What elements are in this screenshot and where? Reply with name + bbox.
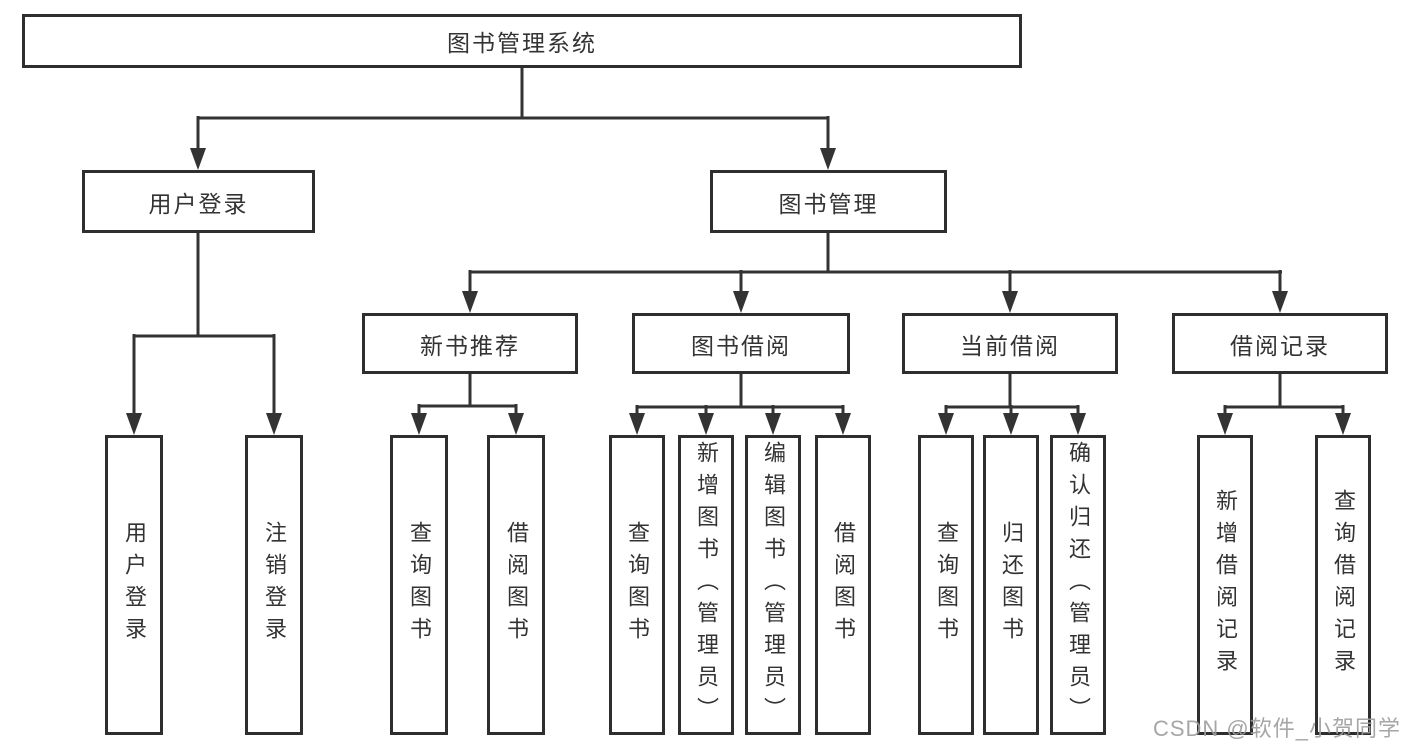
node-label: 新增借阅记录 — [1213, 489, 1238, 681]
node-borrowing-records: 借阅记录 — [1172, 313, 1388, 374]
node-label: 查询图书 — [625, 521, 650, 649]
leaf-borrow-books-recommend: 借阅图书 — [487, 435, 545, 735]
connector-book-management-split — [462, 233, 1288, 313]
node-label: 借阅图书 — [831, 521, 856, 649]
node-user-login: 用户登录 — [82, 170, 315, 233]
leaf-add-book-admin: 新增图书（管理员） — [678, 435, 734, 735]
arrow-down-icon — [938, 413, 954, 435]
arrow-down-icon — [462, 291, 478, 313]
leaf-add-borrow-record: 新增借阅记录 — [1197, 435, 1253, 735]
node-label: 用户登录 — [148, 190, 249, 217]
arrow-down-icon — [190, 148, 206, 170]
arrow-down-icon — [820, 148, 836, 170]
node-label: 查询图书 — [934, 521, 959, 649]
leaf-borrow-books-borrowing: 借阅图书 — [815, 435, 871, 735]
node-label: 确认归还（管理员） — [1066, 441, 1091, 729]
arrow-down-icon — [126, 413, 142, 435]
node-label: 新增图书（管理员） — [694, 441, 719, 729]
node-book-borrowing: 图书借阅 — [632, 313, 850, 374]
arrow-down-icon — [765, 413, 781, 435]
node-label: 当前借阅 — [960, 332, 1060, 359]
csdn-watermark: CSDN @软件_小贺同学 — [1152, 716, 1401, 741]
leaf-query-books-recommend: 查询图书 — [390, 435, 448, 735]
arrow-down-icon — [1070, 413, 1086, 435]
connector-current-borrowing-split — [938, 373, 1086, 435]
node-label: 新书推荐 — [420, 332, 520, 359]
leaf-query-books-borrowing: 查询图书 — [609, 435, 665, 735]
arrow-down-icon — [698, 413, 714, 435]
arrow-down-icon — [1335, 413, 1351, 435]
connector-root-split — [190, 68, 836, 170]
node-label: 查询图书 — [407, 521, 432, 649]
arrow-down-icon — [1002, 291, 1018, 313]
node-new-book-recommendation: 新书推荐 — [362, 313, 578, 374]
arrow-down-icon — [1003, 413, 1019, 435]
node-book-management-system: 图书管理系统 — [22, 14, 1022, 68]
node-label: 图书管理系统 — [447, 30, 597, 56]
arrow-down-icon — [835, 413, 851, 435]
node-label: 注销登录 — [262, 521, 287, 649]
arrow-down-icon — [508, 413, 524, 435]
node-label: 图书借阅 — [691, 332, 791, 359]
arrow-down-icon — [629, 413, 645, 435]
node-label: 借阅记录 — [1230, 332, 1330, 359]
connector-borrowing-records-split — [1217, 373, 1351, 435]
leaf-edit-book-admin: 编辑图书（管理员） — [745, 435, 801, 735]
node-label: 用户登录 — [122, 521, 147, 649]
arrow-down-icon — [733, 291, 749, 313]
arrow-down-icon — [1217, 413, 1233, 435]
leaf-query-books-current: 查询图书 — [918, 435, 974, 735]
node-current-borrowing: 当前借阅 — [902, 313, 1118, 374]
node-book-management: 图书管理 — [710, 170, 947, 233]
arrow-down-icon — [411, 413, 427, 435]
node-label: 编辑图书（管理员） — [761, 441, 786, 729]
arrow-down-icon — [266, 413, 282, 435]
leaf-logout: 注销登录 — [245, 435, 303, 735]
connector-book-borrowing-split — [629, 373, 851, 435]
node-label: 借阅图书 — [504, 521, 529, 649]
leaf-user-login: 用户登录 — [105, 435, 163, 735]
leaf-confirm-return-admin: 确认归还（管理员） — [1050, 435, 1106, 735]
node-label: 图书管理 — [778, 190, 879, 217]
connector-user-login-split — [126, 233, 282, 435]
node-label: 归还图书 — [999, 521, 1024, 649]
arrow-down-icon — [1272, 291, 1288, 313]
leaf-return-books: 归还图书 — [983, 435, 1039, 735]
node-label: 查询借阅记录 — [1331, 489, 1356, 681]
connector-new-book-recommendation-split — [411, 373, 524, 435]
leaf-query-borrow-record: 查询借阅记录 — [1315, 435, 1371, 735]
